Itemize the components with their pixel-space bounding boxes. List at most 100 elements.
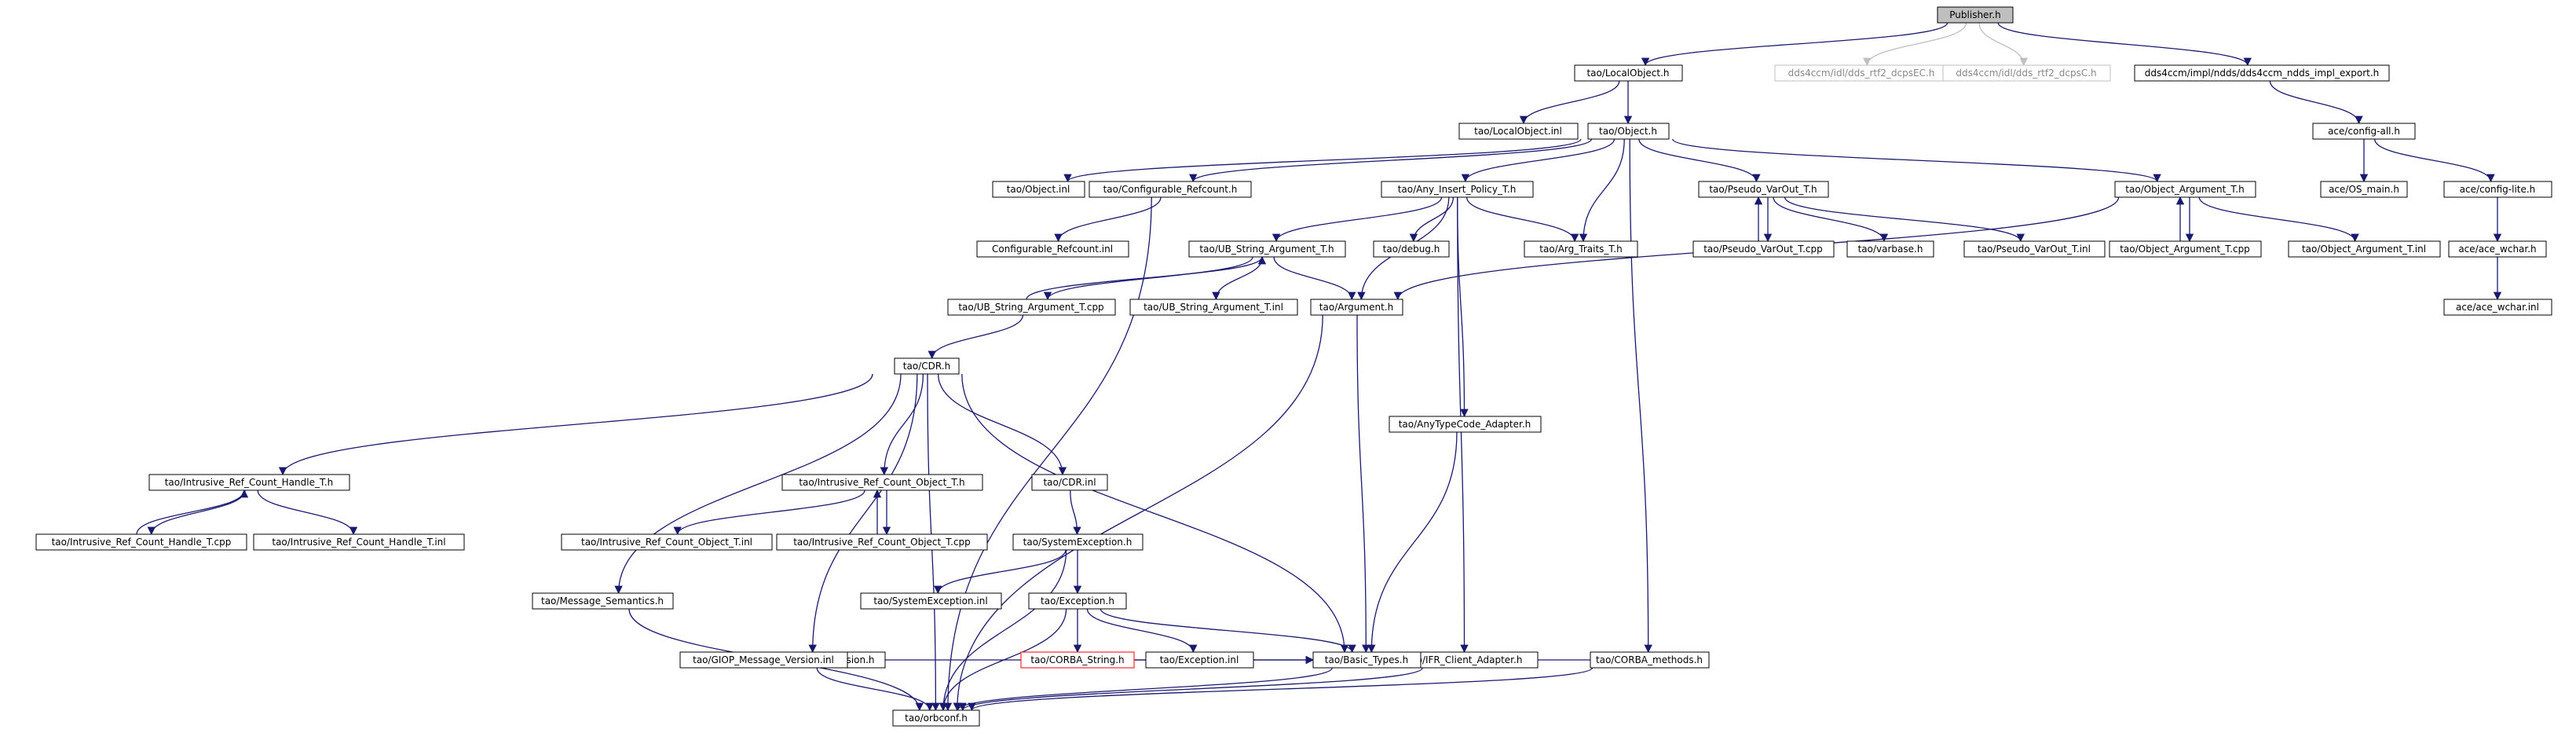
node-ace-config-all-h[interactable]: ace/config-all.h bbox=[2312, 123, 2416, 140]
node-box[interactable] bbox=[1698, 181, 1829, 198]
node-box[interactable] bbox=[1028, 592, 1127, 610]
node-box[interactable] bbox=[1574, 64, 1683, 82]
node-tao-corba-string-h[interactable]: tao/CORBA_String.h bbox=[1020, 651, 1135, 669]
node-tao-intrusive-ref-count-handle-t-cpp[interactable]: tao/Intrusive_Ref_Count_Handle_T.cpp bbox=[35, 533, 247, 551]
node-tao-pseudo-varout-t-cpp[interactable]: tao/Pseudo_VarOut_T.cpp bbox=[1692, 240, 1835, 258]
node-box[interactable] bbox=[2109, 240, 2262, 258]
node-tao-localobject-h[interactable]: tao/LocalObject.h bbox=[1574, 64, 1683, 82]
node-label: tao/Intrusive_Ref_Count_Object_T.h bbox=[799, 477, 964, 488]
node-box[interactable] bbox=[892, 709, 980, 727]
node-ace-ace-wchar-inl[interactable]: ace/ace_wchar.inl bbox=[2443, 299, 2552, 316]
node-tao-cdr-inl[interactable]: tao/CDR.inl bbox=[1031, 474, 1108, 491]
node-box[interactable] bbox=[992, 181, 1085, 198]
node-box[interactable] bbox=[1458, 123, 1579, 140]
node-tao-arg-traits-t-h[interactable]: tao/Arg_Traits_T.h bbox=[1524, 240, 1638, 258]
node-box[interactable] bbox=[947, 299, 1116, 316]
node-box[interactable] bbox=[1310, 299, 1403, 316]
node-dds4ccm-idl-dds-rtf2-dcpsec-h[interactable]: dds4ccm/idl/dds_rtf2_dcpsEC.h bbox=[1774, 64, 1948, 82]
node-box[interactable] bbox=[35, 533, 247, 551]
node-box[interactable] bbox=[253, 533, 465, 551]
node-box[interactable] bbox=[776, 533, 988, 551]
node-configurable-refcount-inl[interactable]: Configurable_Refcount.inl bbox=[976, 240, 1129, 258]
node-box[interactable] bbox=[2114, 181, 2256, 198]
node-tao-ifr-client-adapter-h[interactable]: tao/IFR_Client_Adapter.h bbox=[1391, 651, 1539, 669]
node-box[interactable] bbox=[860, 592, 1002, 610]
node-tao-intrusive-ref-count-object-t-inl[interactable]: tao/Intrusive_Ref_Count_Object_T.inl bbox=[561, 533, 773, 551]
node-tao-systemexception-inl[interactable]: tao/SystemException.inl bbox=[860, 592, 1002, 610]
node-box[interactable] bbox=[1031, 474, 1108, 491]
node-box[interactable] bbox=[1942, 64, 2111, 82]
edge-tao_object_h-to-tao_pseudo_varout_h bbox=[1638, 138, 1761, 183]
node-box[interactable] bbox=[1145, 651, 1254, 669]
node-box[interactable] bbox=[2320, 181, 2408, 198]
node-box[interactable] bbox=[2443, 299, 2552, 316]
node-box[interactable] bbox=[1188, 240, 1346, 258]
node-label: ace/config-lite.h bbox=[2460, 184, 2536, 195]
node-tao-object-argument-t-inl[interactable]: tao/Object_Argument_T.inl bbox=[2288, 240, 2441, 258]
node-box[interactable] bbox=[2134, 64, 2390, 82]
node-tao-pseudo-varout-t-h[interactable]: tao/Pseudo_VarOut_T.h bbox=[1698, 181, 1829, 198]
node-box[interactable] bbox=[976, 240, 1129, 258]
node-tao-ub-string-argument-t-inl[interactable]: tao/UB_String_Argument_T.inl bbox=[1129, 299, 1298, 316]
node-box[interactable] bbox=[781, 474, 983, 491]
node-box[interactable] bbox=[148, 474, 350, 491]
node-tao-object-argument-t-h[interactable]: tao/Object_Argument_T.h bbox=[2114, 181, 2256, 198]
node-box[interactable] bbox=[894, 357, 960, 375]
node-label: tao/varbase.h bbox=[1858, 244, 1923, 255]
node-publisher-h[interactable]: Publisher.h bbox=[1937, 6, 2014, 24]
node-box[interactable] bbox=[1692, 240, 1835, 258]
node-tao-intrusive-ref-count-object-t-h[interactable]: tao/Intrusive_Ref_Count_Object_T.h bbox=[781, 474, 983, 491]
node-box[interactable] bbox=[1587, 123, 1670, 140]
node-box[interactable] bbox=[532, 592, 674, 610]
node-tao-configurable-refcount-h[interactable]: tao/Configurable_Refcount.h bbox=[1089, 181, 1252, 198]
node-tao-varbase-h[interactable]: tao/varbase.h bbox=[1846, 240, 1934, 258]
node-box[interactable] bbox=[2443, 181, 2552, 198]
node-tao-ub-string-argument-t-cpp[interactable]: tao/UB_String_Argument_T.cpp bbox=[947, 299, 1116, 316]
node-box[interactable] bbox=[1937, 6, 2014, 24]
node-box[interactable] bbox=[1846, 240, 1934, 258]
node-tao-ub-string-argument-t-h[interactable]: tao/UB_String_Argument_T.h bbox=[1188, 240, 1346, 258]
node-box[interactable] bbox=[1129, 299, 1298, 316]
node-tao-exception-inl[interactable]: tao/Exception.inl bbox=[1145, 651, 1254, 669]
node-box[interactable] bbox=[1524, 240, 1638, 258]
node-tao-basic-types-h[interactable]: tao/Basic_Types.h bbox=[1312, 651, 1422, 669]
node-box[interactable] bbox=[1373, 240, 1450, 258]
node-box[interactable] bbox=[561, 533, 773, 551]
node-box[interactable] bbox=[2448, 240, 2547, 258]
node-box[interactable] bbox=[1381, 181, 1534, 198]
node-dds4ccm-idl-dds-rtf2-dcpsc-h[interactable]: dds4ccm/idl/dds_rtf2_dcpsC.h bbox=[1942, 64, 2111, 82]
node-tao-object-argument-t-cpp[interactable]: tao/Object_Argument_T.cpp bbox=[2109, 240, 2262, 258]
node-tao-intrusive-ref-count-object-t-cpp[interactable]: tao/Intrusive_Ref_Count_Object_T.cpp bbox=[776, 533, 988, 551]
node-box[interactable] bbox=[1963, 240, 2106, 258]
node-box[interactable] bbox=[2288, 240, 2441, 258]
node-tao-giop-message-version-inl[interactable]: tao/GIOP_Message_Version.inl bbox=[679, 651, 848, 669]
node-tao-object-inl[interactable]: tao/Object.inl bbox=[992, 181, 1085, 198]
node-tao-exception-h[interactable]: tao/Exception.h bbox=[1028, 592, 1127, 610]
node-tao-corba-methods-h[interactable]: tao/CORBA_methods.h bbox=[1590, 651, 1710, 669]
node-tao-intrusive-ref-count-handle-t-h[interactable]: tao/Intrusive_Ref_Count_Handle_T.h bbox=[148, 474, 350, 491]
node-box[interactable] bbox=[1089, 181, 1252, 198]
node-tao-cdr-h[interactable]: tao/CDR.h bbox=[894, 357, 960, 375]
node-tao-pseudo-varout-t-inl[interactable]: tao/Pseudo_VarOut_T.inl bbox=[1963, 240, 2106, 258]
node-box[interactable] bbox=[1020, 651, 1135, 669]
node-tao-orbconf-h[interactable]: tao/orbconf.h bbox=[892, 709, 980, 727]
node-tao-debug-h[interactable]: tao/debug.h bbox=[1373, 240, 1450, 258]
node-box[interactable] bbox=[679, 651, 848, 669]
node-tao-intrusive-ref-count-handle-t-inl[interactable]: tao/Intrusive_Ref_Count_Handle_T.inl bbox=[253, 533, 465, 551]
node-ace-os-main-h[interactable]: ace/OS_main.h bbox=[2320, 181, 2408, 198]
node-tao-argument-h[interactable]: tao/Argument.h bbox=[1310, 299, 1403, 316]
node-ace-ace-wchar-h[interactable]: ace/ace_wchar.h bbox=[2448, 240, 2547, 258]
node-dds4ccm-impl-ndds-dds4ccm-ndds-impl-export-h[interactable]: dds4ccm/impl/ndds/dds4ccm_ndds_impl_expo… bbox=[2134, 64, 2390, 82]
node-box[interactable] bbox=[2312, 123, 2416, 140]
node-tao-message-semantics-h[interactable]: tao/Message_Semantics.h bbox=[532, 592, 674, 610]
node-box[interactable] bbox=[1389, 416, 1542, 433]
node-box[interactable] bbox=[1312, 651, 1422, 669]
node-box[interactable] bbox=[1590, 651, 1710, 669]
node-tao-systemexception-h[interactable]: tao/SystemException.h bbox=[1012, 533, 1143, 551]
node-tao-any-insert-policy-t-h[interactable]: tao/Any_Insert_Policy_T.h bbox=[1381, 181, 1534, 198]
node-box[interactable] bbox=[1012, 533, 1143, 551]
node-tao-object-h[interactable]: tao/Object.h bbox=[1587, 123, 1670, 140]
node-tao-anytypecode-adapter-h[interactable]: tao/AnyTypeCode_Adapter.h bbox=[1389, 416, 1542, 433]
node-tao-localobject-inl[interactable]: tao/LocalObject.inl bbox=[1458, 123, 1579, 140]
node-ace-config-lite-h[interactable]: ace/config-lite.h bbox=[2443, 181, 2552, 198]
